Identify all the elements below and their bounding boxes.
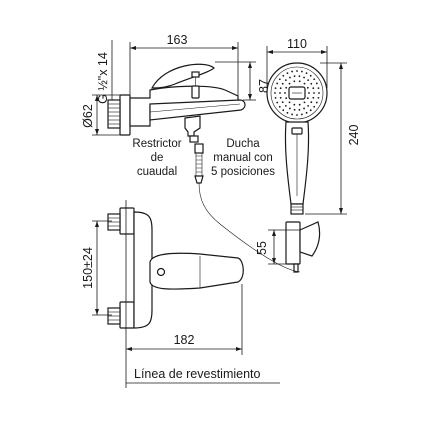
nozzle-dot	[279, 96, 282, 99]
nozzle-dot	[307, 104, 310, 107]
nozzle-dot	[305, 72, 308, 75]
shower-label-1: Ducha	[226, 138, 260, 150]
nozzle-dot	[285, 97, 288, 100]
nozzle-dot	[298, 75, 301, 78]
nozzle-dot	[313, 78, 316, 81]
nozzle-dot	[274, 97, 277, 99]
nozzle-dot	[310, 101, 313, 104]
nozzle-dot	[274, 87, 277, 89]
bath-mixer-side-view: 163 87 G ½"x 14 Ø62 Restrictor de cuauda…	[81, 33, 271, 184]
nozzle-dot	[284, 92, 286, 94]
nozzle-dot	[278, 105, 281, 108]
nozzle-dot	[284, 104, 287, 107]
nozzle-dot	[288, 101, 291, 104]
dim-flange-diameter: Ø62	[81, 104, 95, 128]
nozzle-dot	[289, 107, 291, 110]
dim-55: 55	[255, 241, 269, 255]
nozzle-dot	[318, 92, 320, 94]
nozzle-dot	[306, 97, 309, 100]
dim-thread: G ½"x 14	[96, 52, 110, 104]
restrictor-label-2: de	[151, 152, 164, 164]
nozzle-dot	[293, 75, 296, 78]
nozzle-dot	[313, 105, 316, 108]
nozzle-dot	[305, 111, 308, 114]
nozzle-dot	[296, 114, 298, 116]
nozzle-dot	[296, 70, 298, 72]
nozzle-dot	[308, 92, 310, 94]
nozzle-dot	[303, 101, 306, 104]
nozzle-dot	[286, 111, 289, 114]
nozzle-dot	[291, 113, 293, 116]
shower-label-3: 5 posiciones	[211, 166, 275, 178]
nozzle-dot	[301, 70, 303, 73]
shower-outlet	[184, 115, 201, 137]
nozzle-dot	[312, 96, 315, 99]
nozzle-dot	[291, 70, 293, 73]
nozzle-dot	[288, 82, 291, 85]
nozzle-dot	[315, 101, 318, 104]
nozzle-dot	[317, 97, 320, 99]
nozzle-dot	[298, 80, 301, 83]
nozzle-dot	[281, 101, 284, 104]
nozzle-dot	[281, 82, 284, 85]
shower-holder: 55	[255, 221, 321, 273]
spout	[149, 99, 246, 121]
nozzle-dot	[310, 82, 313, 85]
dim-110: 110	[287, 37, 307, 51]
dim-182: 182	[174, 333, 195, 347]
nozzle-dot	[276, 82, 279, 85]
shower-label-2: manual con	[213, 152, 272, 164]
mixer-front-view: 150±24 182 Línea de revestimiento	[81, 200, 280, 388]
nozzle-dot	[278, 78, 281, 81]
nozzle-dot	[293, 80, 296, 83]
nozzle-dot	[286, 72, 289, 75]
hand-shower: 110 240 Ducha manual con 5 posiciones	[211, 37, 361, 215]
diverter-knob	[191, 85, 200, 99]
shower-nozzles	[274, 70, 320, 116]
nozzle-dot	[313, 92, 315, 94]
nozzle-dot	[307, 79, 310, 82]
shower-hose	[198, 182, 301, 273]
nozzle-dot	[309, 109, 312, 112]
nozzle-dot	[298, 108, 301, 111]
nozzle-dot	[303, 76, 305, 79]
nozzle-dot	[274, 92, 276, 94]
nozzle-dot	[303, 82, 306, 85]
nozzle-dot	[279, 92, 281, 94]
eccentric-connector	[107, 99, 121, 129]
nozzle-dot	[282, 74, 285, 77]
lever-front	[149, 252, 244, 290]
flow-restrictor	[194, 143, 204, 184]
wall-line-label: Línea de revestimiento	[134, 367, 261, 381]
nozzle-dot	[303, 107, 305, 110]
restrictor-label-1: Restrictor	[132, 138, 181, 150]
restrictor-label-3: cuaudal	[137, 166, 177, 178]
dim-240: 240	[347, 125, 361, 146]
nozzle-dot	[276, 101, 279, 104]
nozzle-dot	[309, 74, 312, 77]
nozzle-dot	[284, 79, 287, 82]
nozzle-dot	[301, 113, 303, 116]
nozzle-dot	[298, 103, 301, 106]
nozzle-dot	[317, 87, 320, 89]
dim-163: 163	[167, 33, 188, 47]
nozzle-dot	[306, 86, 309, 89]
nozzle-dot	[279, 87, 282, 90]
nozzle-dot	[282, 109, 285, 112]
nozzle-dot	[293, 103, 296, 106]
lever-handle	[150, 63, 215, 89]
nozzle-dot	[312, 87, 315, 90]
dim-150: 150±24	[81, 247, 95, 289]
nozzle-dot	[315, 82, 318, 85]
nozzle-dot	[289, 76, 291, 79]
nozzle-dot	[285, 86, 288, 89]
nozzle-dot	[293, 108, 296, 111]
